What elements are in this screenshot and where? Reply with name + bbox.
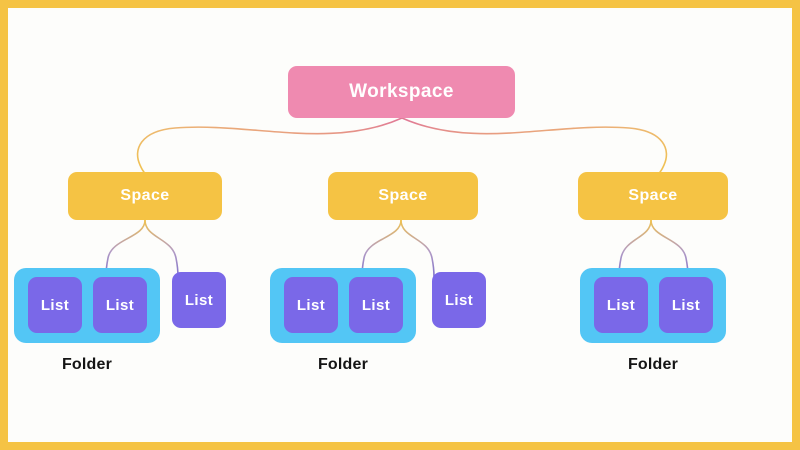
space-node-2[interactable]: Space (328, 172, 478, 220)
folder-label-2: Folder (317, 356, 369, 373)
space-node-3[interactable]: Space (578, 172, 728, 220)
list-node-2-loose[interactable]: List (432, 272, 486, 328)
list-node-1-2[interactable]: List (93, 277, 147, 333)
folder-label-1: Folder (61, 356, 113, 373)
list-node-2-2[interactable]: List (349, 277, 403, 333)
list-node-3-2[interactable]: List (659, 277, 713, 333)
workspace-node[interactable]: Workspace (288, 66, 515, 118)
list-node-1-loose[interactable]: List (172, 272, 226, 328)
edge-workspace-space-1 (136, 117, 403, 173)
list-node-1-1[interactable]: List (28, 277, 82, 333)
space-node-1[interactable]: Space (68, 172, 222, 220)
folder-label-3: Folder (627, 356, 679, 373)
list-node-3-1[interactable]: List (594, 277, 648, 333)
edge-workspace-space-3 (401, 117, 668, 173)
workspace-to-space-edges (136, 117, 668, 173)
list-node-2-1[interactable]: List (284, 277, 338, 333)
